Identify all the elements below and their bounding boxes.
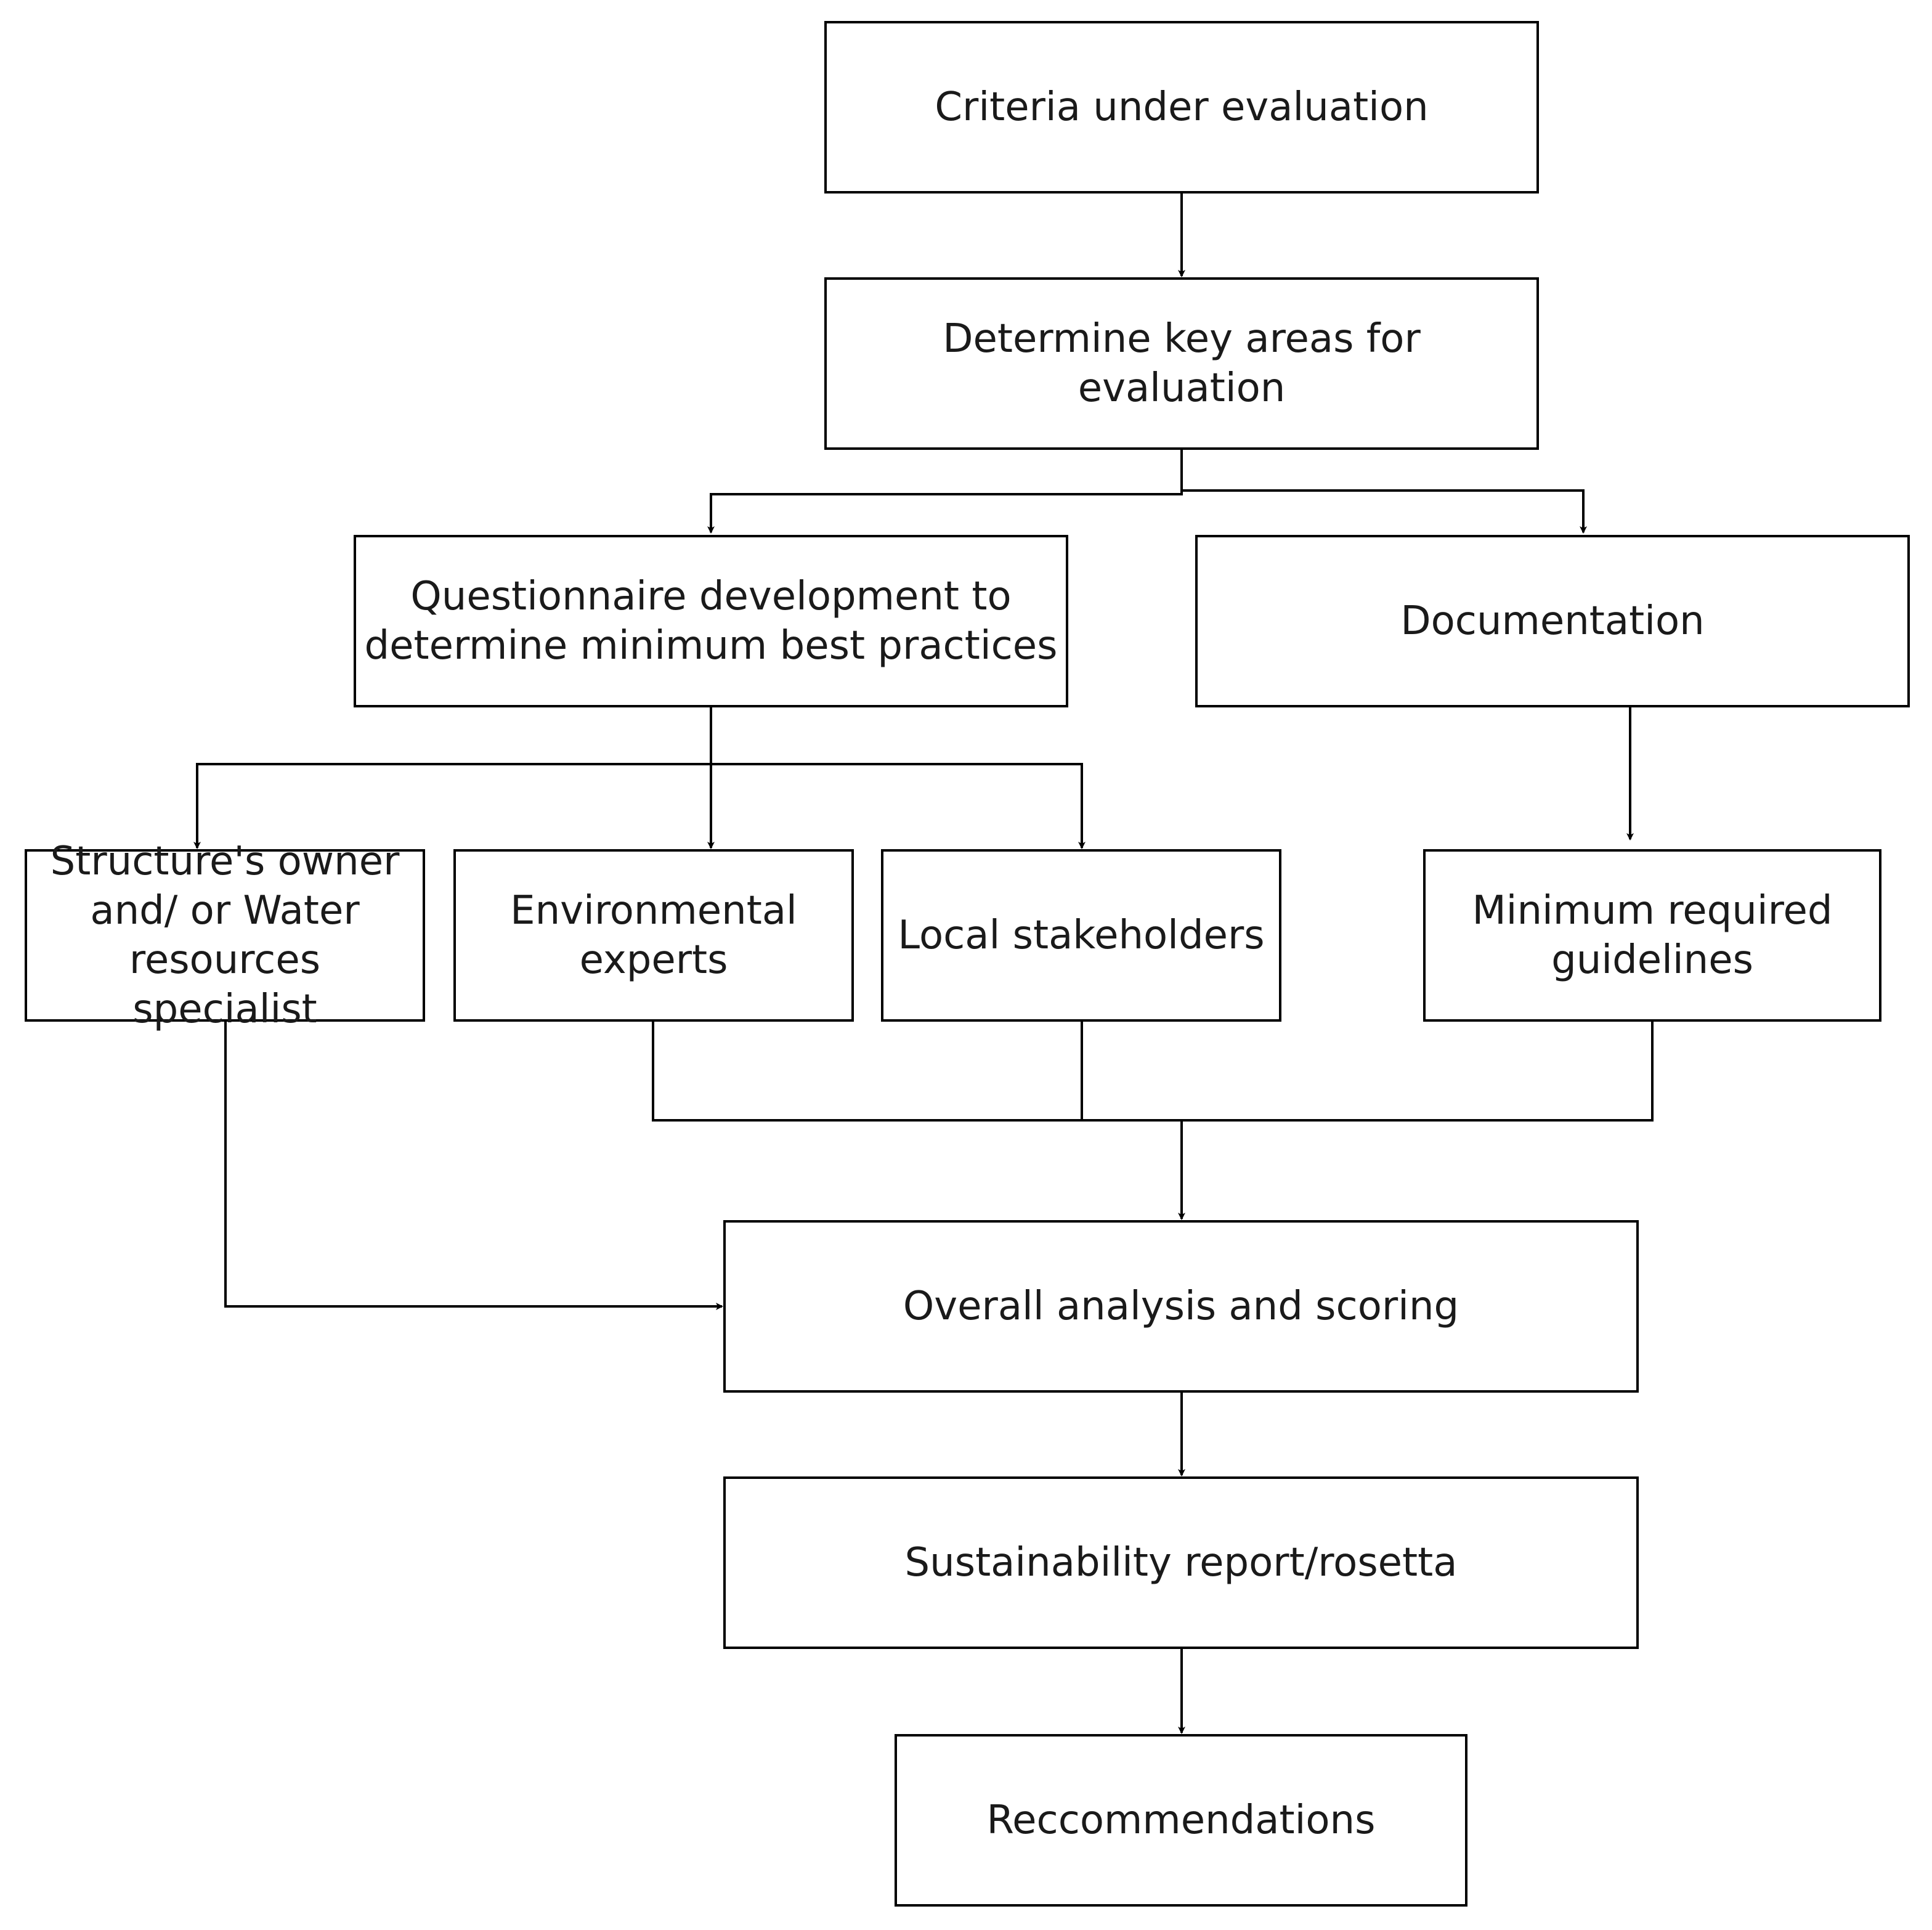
environmental-label: Environmental experts — [510, 888, 797, 983]
report-label: Sustainability report/rosetta — [904, 1540, 1458, 1586]
analysis-box: Overall analysis and scoring — [723, 1220, 1639, 1393]
key-areas-label: Determine key areas for evaluation — [943, 316, 1421, 411]
questionnaire-box: Questionnaire development to determine m… — [354, 535, 1068, 707]
criteria-label: Criteria under evaluation — [935, 84, 1429, 130]
owner-label: Structure's owner and/ or Water resource… — [50, 839, 400, 1032]
guidelines-label: Minimum required guidelines — [1472, 888, 1833, 983]
criteria-box: Criteria under evaluation — [824, 21, 1539, 193]
recommendations-label: Reccommendations — [986, 1798, 1376, 1843]
questionnaire-label: Questionnaire development to determine m… — [364, 574, 1058, 669]
documentation-label: Documentation — [1400, 598, 1705, 644]
recommendations-box: Reccommendations — [895, 1734, 1467, 1907]
environmental-box: Environmental experts — [453, 849, 854, 1022]
analysis-label: Overall analysis and scoring — [903, 1284, 1459, 1329]
local-stakeholders-box: Local stakeholders — [881, 849, 1281, 1022]
documentation-box: Documentation — [1195, 535, 1910, 707]
arrow-key-areas-to-documentation — [1182, 489, 1587, 534]
key-areas-box: Determine key areas for evaluation — [824, 277, 1539, 450]
owner-box: Structure's owner and/ or Water resource… — [25, 839, 425, 1032]
arrow-questionnaire-to-local — [711, 763, 1086, 849]
guidelines-box: Minimum required guidelines — [1423, 849, 1881, 1022]
arrow-owner-to-analysis — [224, 1022, 723, 1310]
arrow-key-areas-to-questionnaire — [707, 450, 1183, 534]
local-stakeholders-label: Local stakeholders — [898, 913, 1265, 958]
report-box: Sustainability report/rosetta — [723, 1476, 1639, 1649]
arrow-questionnaire-to-owner — [193, 763, 711, 849]
line-environmental-merge — [652, 1022, 1654, 1122]
